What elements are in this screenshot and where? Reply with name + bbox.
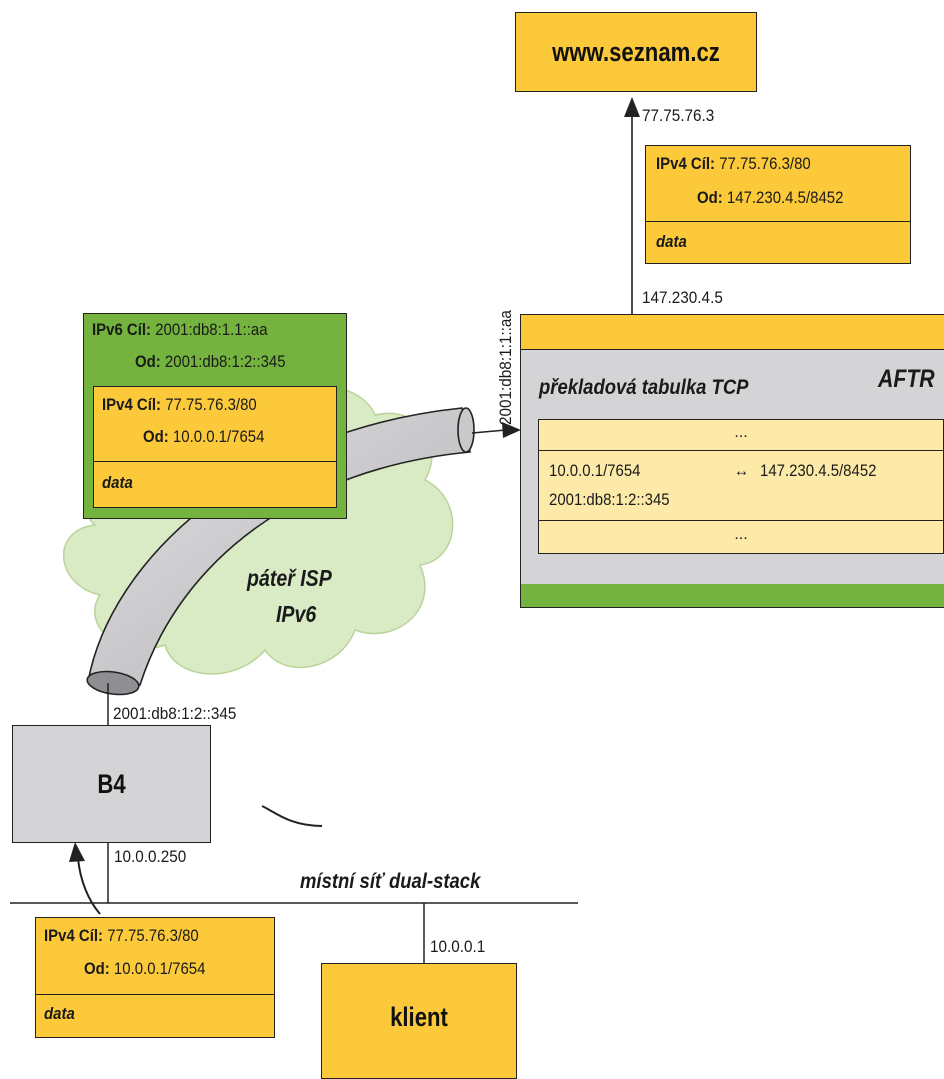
tunnel-outer-src-value: 2001:db8:1:2::345 — [164, 352, 286, 371]
nat-entry-arrow: ↔ — [734, 461, 749, 480]
aftr-ipv6-label: 2001:db8:1:1::aa — [496, 310, 515, 425]
packet-path-client-b4 — [261, 805, 323, 827]
client-ip-label: 10.0.0.1 — [430, 937, 486, 956]
packet-path-lan-b4 — [77, 857, 101, 915]
nat-table: ... 10.0.0.1/7654 ↔ 147.230.4.5/8452 200… — [538, 419, 944, 554]
packet-ipv4-inner: IPv4 Cíl: 77.75.76.3/80 Od: 10.0.0.1/765… — [93, 386, 337, 508]
tunnel-outer-dst-label: IPv6 Cíl: — [92, 320, 152, 339]
nat-entry-public: 147.230.4.5/8452 — [760, 461, 877, 480]
nat-table-title: překladová tabulka TCP — [539, 376, 749, 399]
nat-entry-private: 10.0.0.1/7654 — [549, 461, 641, 480]
nat-row-top: ... — [734, 424, 748, 441]
aftr-node: AFTR překladová tabulka TCP ... 10.0.0.1… — [520, 314, 944, 608]
packet-ipv6-tunnel: IPv6 Cíl: 2001:db8:1.1::aa Od: 2001:db8:… — [83, 313, 347, 519]
server-label: www.seznam.cz — [552, 37, 720, 67]
client-label: klient — [390, 1002, 448, 1032]
cloud-label-line1: páteř ISP — [247, 565, 332, 591]
aftr-top-band — [521, 315, 944, 350]
nat-entry-ipv6: 2001:db8:1:2::345 — [549, 490, 670, 509]
packet-ipv4-public: IPv4 Cíl: 77.75.76.3/80 Od: 147.230.4.5/… — [645, 145, 911, 264]
nat-row-bottom: ... — [734, 526, 748, 543]
tunnel-payload: data — [102, 473, 133, 492]
b4-label: B4 — [97, 769, 126, 799]
packet-top-src-label: Od: — [697, 188, 723, 207]
packet-top-dst-label: IPv4 Cíl: — [656, 154, 716, 173]
packet-top-src-value: 147.230.4.5/8452 — [726, 188, 844, 207]
tunnel-mouth-aftr — [457, 407, 475, 453]
client-node: klient — [321, 963, 517, 1079]
wire-tunnel-aftr — [471, 429, 507, 434]
b4-node: B4 — [12, 725, 211, 843]
tunnel-mouth-b4 — [86, 670, 140, 696]
lan-payload: data — [44, 1004, 75, 1023]
b4-ipv4-label: 10.0.0.250 — [114, 847, 187, 866]
aftr-label: AFTR — [878, 365, 935, 393]
arrowhead-aftr — [502, 422, 521, 438]
packet-top-payload: data — [656, 232, 687, 251]
tunnel-inner-src-value: 10.0.0.1/7654 — [172, 427, 265, 446]
tunnel-outer-src-label: Od: — [135, 352, 161, 371]
tunnel-outer-dst-value: 2001:db8:1.1::aa — [155, 320, 268, 339]
server-node: www.seznam.cz — [515, 12, 757, 92]
aftr-ipv4-label: 147.230.4.5 — [642, 288, 723, 307]
packet-top-dst-value: 77.75.76.3/80 — [719, 154, 811, 173]
cloud-label-line2: IPv6 — [276, 601, 317, 627]
lan-dst-label: IPv4 Cíl: — [44, 926, 104, 945]
lan-src-label: Od: — [84, 959, 110, 978]
server-ip-label: 77.75.76.3 — [642, 106, 715, 125]
b4-ipv6-label: 2001:db8:1:2::345 — [113, 704, 237, 723]
packet-ipv4-lan: IPv4 Cíl: 77.75.76.3/80 Od: 10.0.0.1/765… — [35, 917, 275, 1038]
tunnel-inner-src-label: Od: — [143, 427, 169, 446]
lan-src-value: 10.0.0.1/7654 — [113, 959, 206, 978]
lan-dst-value: 77.75.76.3/80 — [107, 926, 199, 945]
tunnel-inner-dst-label: IPv4 Cíl: — [102, 395, 162, 414]
lan-label: místní síť dual-stack — [300, 870, 481, 893]
arrowhead-server — [624, 97, 640, 117]
tunnel-inner-dst-value: 77.75.76.3/80 — [165, 395, 257, 414]
arrowhead-b4 — [69, 842, 85, 862]
